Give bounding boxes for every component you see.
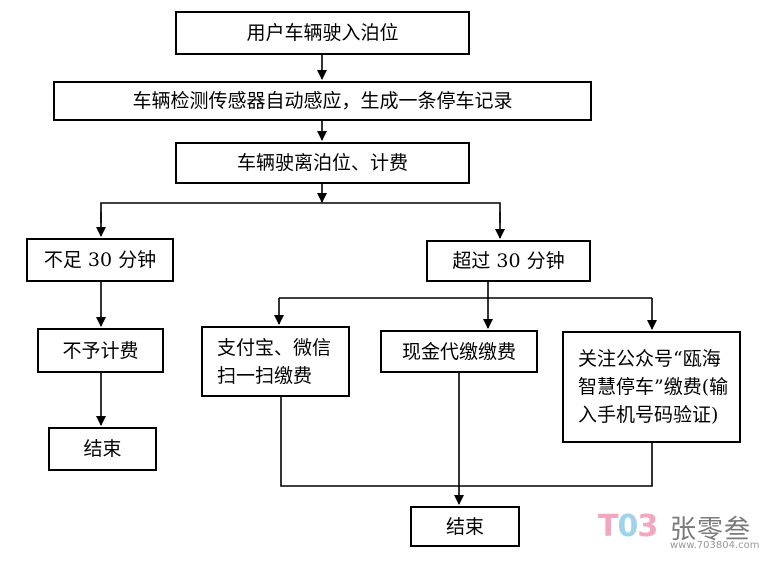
node-under-30: 不足 30 分钟 <box>26 238 174 282</box>
node-pay-alipay-wechat: 支付宝、微信扫一扫缴费 <box>201 326 350 397</box>
node-pay-wechat-account-label: 关注公众号“瓯海智慧停车”缴费(输入手机号码验证) <box>578 348 729 426</box>
node-pay-cash-label: 现金代缴缴费 <box>401 340 516 363</box>
line-split-horizontal <box>100 202 501 223</box>
node-under-30-label: 不足 30 分钟 <box>43 249 157 271</box>
node-sensor-record: 车辆检测传感器自动感应，生成一条停车记录 <box>53 81 592 121</box>
node-end-bottom: 结束 <box>410 506 520 547</box>
node-end-bottom-label: 结束 <box>445 515 484 538</box>
node-enter-spot: 用户车辆驶入泊位 <box>175 11 470 55</box>
node-end-left: 结束 <box>48 427 157 471</box>
node-pay-wechat-account: 关注公众号“瓯海智慧停车”缴费(输入手机号码验证) <box>562 331 741 443</box>
node-end-left-label: 结束 <box>83 438 122 460</box>
watermark-url: www.703804.com <box>670 540 760 551</box>
node-no-charge: 不予计费 <box>37 328 164 373</box>
node-pay-alipay-wechat-label: 支付宝、微信扫一扫缴费 <box>217 336 332 387</box>
line-merge-payments <box>280 397 653 487</box>
node-leave-charge: 车辆驶离泊位、计费 <box>175 142 470 184</box>
node-over-30: 超过 30 分钟 <box>426 240 591 282</box>
watermark: T03 张零叁 www.703804.com <box>598 507 766 555</box>
watermark-logo: T03 <box>598 509 658 544</box>
watermark-name: 张零叁 <box>670 515 752 545</box>
node-leave-charge-label: 车辆驶离泊位、计费 <box>236 152 408 174</box>
node-no-charge-label: 不予计费 <box>62 339 139 362</box>
node-sensor-record-label: 车辆检测传感器自动感应，生成一条停车记录 <box>132 90 513 112</box>
node-pay-cash: 现金代缴缴费 <box>380 330 538 373</box>
node-over-30-label: 超过 30 分钟 <box>452 250 565 272</box>
node-enter-spot-label: 用户车辆驶入泊位 <box>246 22 399 44</box>
